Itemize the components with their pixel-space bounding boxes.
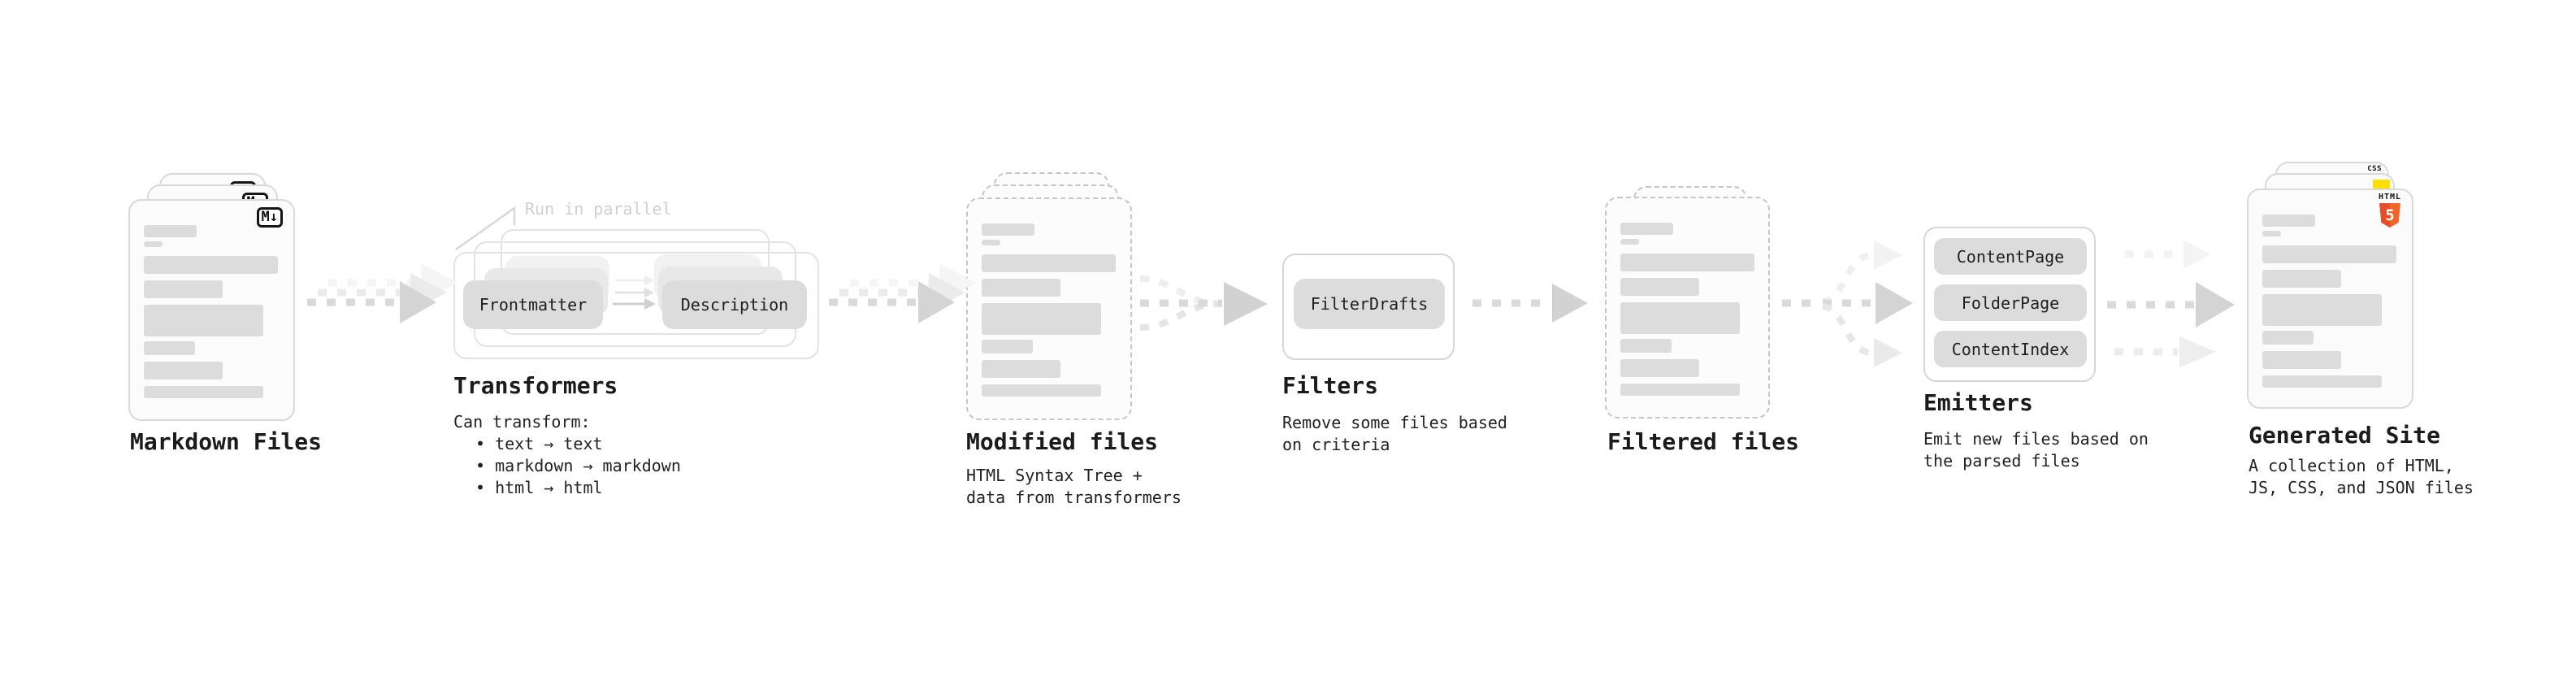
folderpage-emitter: FolderPage bbox=[1934, 284, 2087, 321]
transformers-heading: Transformers bbox=[453, 372, 618, 399]
generated-site-description: A collection of HTML, JS, CSS, and JSON … bbox=[2249, 455, 2474, 499]
filters-heading: Filters bbox=[1282, 372, 1379, 399]
text-lines-placeholder bbox=[2262, 215, 2396, 388]
contentpage-emitter: ContentPage bbox=[1934, 238, 2087, 275]
html5-icon: HTML 5 bbox=[2377, 193, 2403, 228]
modified-files-description: HTML Syntax Tree + data from transformer… bbox=[966, 465, 1182, 509]
transformers-bullet: • html → html bbox=[475, 478, 603, 497]
emitters-heading: Emitters bbox=[1923, 389, 2033, 416]
emitters-description-line: Emit new files based on bbox=[1923, 429, 2149, 449]
modified-files-label: Modified files bbox=[966, 428, 1159, 455]
text-lines-placeholder bbox=[1620, 223, 1754, 396]
emitters-description-line: the parsed files bbox=[1923, 451, 2080, 471]
text-lines-placeholder bbox=[982, 223, 1116, 397]
filters-description-line: on criteria bbox=[1282, 435, 1390, 454]
modified-file-card bbox=[966, 197, 1132, 420]
transformers-layer-front bbox=[453, 252, 819, 359]
html5-icon-shield: 5 bbox=[2379, 203, 2400, 228]
filtered-file-card bbox=[1605, 197, 1770, 419]
modified-files-description-line: data from transformers bbox=[966, 488, 1182, 507]
arrow-transformers-to-modified bbox=[829, 263, 976, 323]
generated-site-description-line: A collection of HTML, bbox=[2249, 456, 2454, 475]
transformers-bullet: • markdown → markdown bbox=[475, 456, 681, 475]
filterdrafts-step: FilterDrafts bbox=[1294, 279, 1445, 329]
text-lines-placeholder bbox=[144, 225, 278, 398]
filters-description-line: Remove some files based bbox=[1282, 413, 1507, 432]
contentindex-emitter: ContentIndex bbox=[1934, 331, 2087, 367]
filters-description: Remove some files based on criteria bbox=[1282, 412, 1507, 456]
arrow-modified-to-filters bbox=[1139, 275, 1268, 331]
frontmatter-step: Frontmatter bbox=[463, 280, 603, 329]
transformers-bullet: • text → text bbox=[475, 434, 603, 453]
html5-icon-label: HTML bbox=[2378, 193, 2402, 202]
arrow-filtered-to-emitters bbox=[1782, 241, 1913, 367]
arrow-filters-to-filtered bbox=[1472, 284, 1588, 323]
markdown-file-card: M↓ bbox=[128, 199, 295, 421]
emitters-description: Emit new files based on the parsed files bbox=[1923, 428, 2149, 472]
markdown-icon: M↓ bbox=[256, 207, 283, 228]
transformers-description: Can transform: • text → text • markdown … bbox=[453, 411, 681, 499]
modified-files-description-line: HTML Syntax Tree + bbox=[966, 466, 1143, 485]
css-icon-label: CSS bbox=[2367, 165, 2382, 173]
arrow-emitters-to-generated bbox=[2107, 240, 2235, 367]
generated-site-description-line: JS, CSS, and JSON files bbox=[2249, 478, 2474, 497]
generated-html-file-card: HTML 5 bbox=[2247, 189, 2413, 409]
filtered-files-label: Filtered files bbox=[1607, 428, 1800, 455]
description-step: Description bbox=[662, 280, 807, 329]
run-in-parallel-annotation: Run in parallel bbox=[525, 199, 672, 219]
arrow-markdown-to-transformers bbox=[307, 263, 458, 323]
transformers-description-title: Can transform: bbox=[453, 412, 591, 432]
generated-site-label: Generated Site bbox=[2249, 422, 2441, 449]
markdown-files-label: Markdown Files bbox=[130, 428, 323, 455]
